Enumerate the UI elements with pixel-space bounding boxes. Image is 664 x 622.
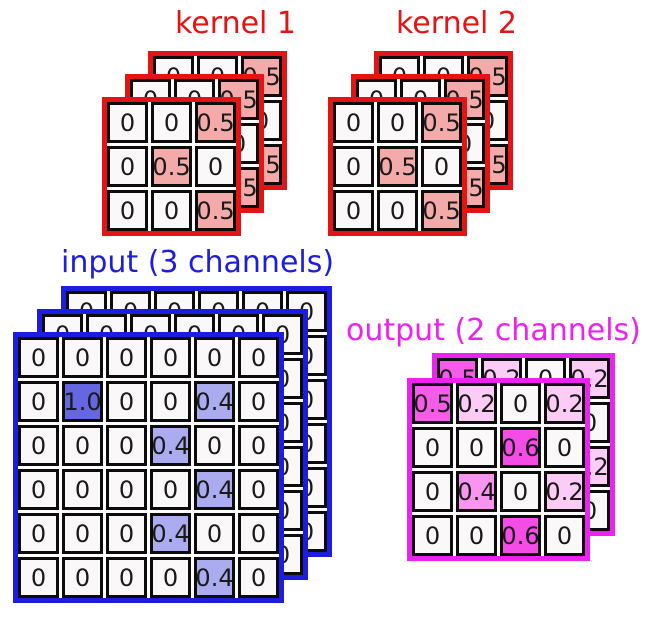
- kernel1-cell-r1c0: 0: [107, 146, 148, 187]
- input-cell-r4c0: 0: [18, 513, 59, 554]
- input-title: input (3 channels): [61, 245, 335, 280]
- output-cell-r0c1: 0.2: [456, 383, 497, 424]
- kernel1-cell-r2c2: 0.5: [195, 190, 236, 231]
- kernel2-cell-r2c2: 0.5: [421, 190, 462, 231]
- kernel1-cell-r0c0: 0: [107, 102, 148, 143]
- input-cell-r4c4: 0: [194, 513, 235, 554]
- kernel1-cell-r1c1: 0.5: [151, 146, 192, 187]
- input-cell-r1c2: 0: [106, 381, 147, 422]
- input-cell-r0c0: 0: [18, 337, 59, 378]
- kernel2-cell-r1c0: 0: [333, 146, 374, 187]
- input-cell-r2c1: 0: [62, 425, 103, 466]
- kernel2-cell-r2c0: 0: [333, 190, 374, 231]
- input-cell-r1c0: 0: [18, 381, 59, 422]
- output-cell-r3c2: 0.6: [500, 515, 541, 556]
- output-cell-r1c1: 0: [456, 427, 497, 468]
- input-cell-r4c1: 0: [62, 513, 103, 554]
- kernel2-cell-r0c2: 0.5: [421, 102, 462, 143]
- kernel1-cell-r1c2: 0: [195, 146, 236, 187]
- input-cell-r0c1: 0: [62, 337, 103, 378]
- input-cell-r3c1: 0: [62, 469, 103, 510]
- input-cell-r5c4: 0.4: [194, 557, 235, 598]
- kernel2-cell-r0c1: 0: [377, 102, 418, 143]
- input-cell-r2c0: 0: [18, 425, 59, 466]
- input-cell-r3c5: 0: [238, 469, 279, 510]
- input-cell-r0c4: 0: [194, 337, 235, 378]
- output-cell-r1c3: 0: [544, 427, 585, 468]
- input-cell-r1c5: 0: [238, 381, 279, 422]
- input-cell-r4c2: 0: [106, 513, 147, 554]
- output-cell-r3c1: 0: [456, 515, 497, 556]
- input-cell-r3c2: 0: [106, 469, 147, 510]
- output-cell-r0c2: 0: [500, 383, 541, 424]
- kernel1-cell-r0c2: 0.5: [195, 102, 236, 143]
- input-cell-r2c5: 0: [238, 425, 279, 466]
- input-cell-r5c2: 0: [106, 557, 147, 598]
- kernel2-title: kernel 2: [396, 6, 517, 41]
- output-cell-r1c0: 0: [412, 427, 453, 468]
- input-cell-r3c0: 0: [18, 469, 59, 510]
- input-cell-r4c5: 0: [238, 513, 279, 554]
- output-cell-r2c0: 0: [412, 471, 453, 512]
- input-cell-r5c0: 0: [18, 557, 59, 598]
- input-cell-r5c5: 0: [238, 557, 279, 598]
- input-cell-r1c3: 0: [150, 381, 191, 422]
- output-title: output (2 channels): [346, 313, 641, 348]
- output-cell-r2c2: 0: [500, 471, 541, 512]
- input-cell-r2c2: 0: [106, 425, 147, 466]
- input-cell-r3c3: 0: [150, 469, 191, 510]
- kernel2-cell-r1c2: 0: [421, 146, 462, 187]
- input-cell-r0c5: 0: [238, 337, 279, 378]
- input-cell-r1c4: 0.4: [194, 381, 235, 422]
- input-cell-r2c3: 0.4: [150, 425, 191, 466]
- input-cell-r0c3: 0: [150, 337, 191, 378]
- output-cell-r3c0: 0: [412, 515, 453, 556]
- output-cell-r0c3: 0.2: [544, 383, 585, 424]
- input-cell-r3c4: 0.4: [194, 469, 235, 510]
- kernel1-title: kernel 1: [175, 6, 296, 41]
- output-cell-r2c3: 0.2: [544, 471, 585, 512]
- output-cell-r3c3: 0: [544, 515, 585, 556]
- input-cell-r5c1: 0: [62, 557, 103, 598]
- input-cell-r5c3: 0: [150, 557, 191, 598]
- kernel1-cell-r2c1: 0: [151, 190, 192, 231]
- output-cell-r1c2: 0.6: [500, 427, 541, 468]
- kernel2-cell-r1c1: 0.5: [377, 146, 418, 187]
- output-cell-r0c0: 0.5: [412, 383, 453, 424]
- kernel1-cell-r0c1: 0: [151, 102, 192, 143]
- input-cell-r2c4: 0: [194, 425, 235, 466]
- input-cell-r1c1: 1.0: [62, 381, 103, 422]
- kernel1-cell-r2c0: 0: [107, 190, 148, 231]
- kernel2-cell-r0c0: 0: [333, 102, 374, 143]
- input-cell-r0c2: 0: [106, 337, 147, 378]
- input-cell-r4c3: 0.4: [150, 513, 191, 554]
- output-cell-r2c1: 0.4: [456, 471, 497, 512]
- kernel2-cell-r2c1: 0: [377, 190, 418, 231]
